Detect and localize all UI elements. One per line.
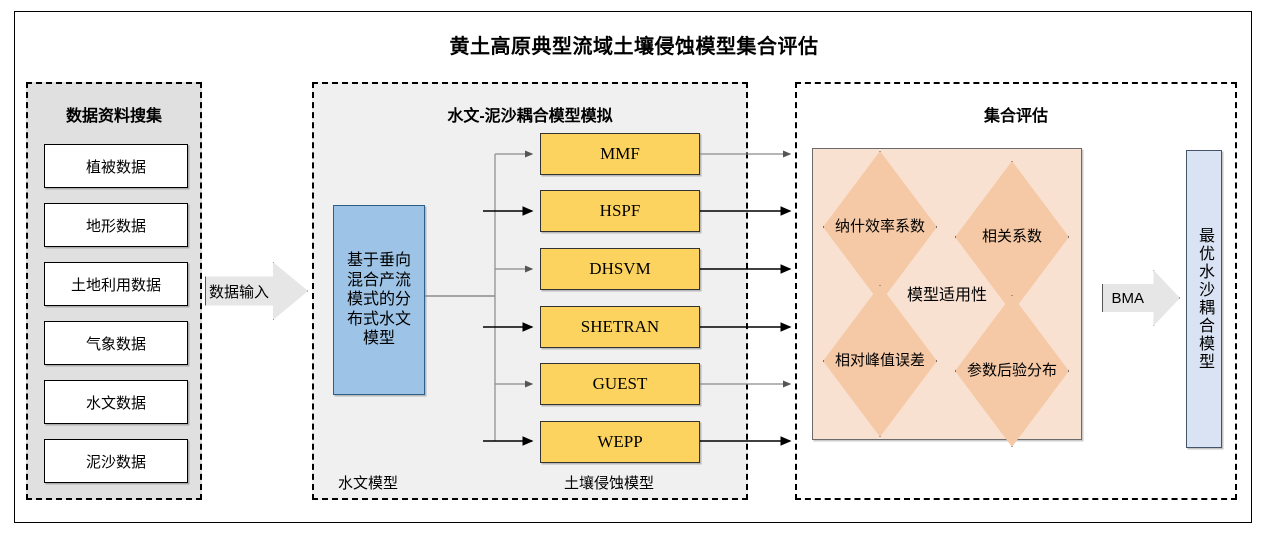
sublabel-hydrological-model: 水文模型	[338, 475, 399, 492]
bma-arrow: BMA	[1102, 270, 1180, 326]
model-box-guest[interactable]: GUEST	[540, 363, 700, 405]
hydrological-model-box[interactable]: 基于垂向混合产流模式的分布式水文模型	[333, 205, 425, 395]
page-title: 黄土高原典型流域土壤侵蚀模型集合评估	[449, 36, 819, 58]
data-item-terrain[interactable]: 地形数据	[44, 203, 188, 247]
criterion-relative-peak-error[interactable]: 相对峰值误差	[823, 285, 937, 437]
panel-ensemble-evaluation-header: 集合评估	[983, 108, 1048, 125]
data-item-hydrology[interactable]: 水文数据	[44, 380, 188, 424]
data-item-meteorology[interactable]: 气象数据	[44, 321, 188, 365]
model-suitability-container: 纳什效率系数 相关系数 相对峰值误差 参数后验分布 模型适用性	[812, 148, 1082, 447]
data-input-arrow-label: 数据输入	[208, 283, 269, 301]
model-suitability-label: 模型适用性	[906, 287, 987, 304]
data-item-sediment[interactable]: 泥沙数据	[44, 439, 188, 483]
panel-coupled-simulation-header: 水文-泥沙耦合模型模拟	[447, 108, 613, 125]
panel-data-collection: 数据资料搜集 植被数据 地形数据 土地利用数据 气象数据 水文数据 泥沙数据	[26, 82, 202, 500]
panel-data-collection-header: 数据资料搜集	[65, 108, 162, 125]
model-box-shetran[interactable]: SHETRAN	[540, 306, 700, 348]
model-box-dhsvm[interactable]: DHSVM	[540, 248, 700, 290]
criterion-posterior-distribution[interactable]: 参数后验分布	[955, 295, 1069, 447]
data-input-arrow: 数据输入	[205, 262, 308, 320]
sublabel-erosion-model: 土壤侵蚀模型	[564, 475, 655, 492]
model-box-mmf[interactable]: MMF	[540, 133, 700, 175]
model-box-hspf[interactable]: HSPF	[540, 190, 700, 232]
optimal-coupled-model-box[interactable]: 最优水沙耦合模型	[1186, 150, 1222, 448]
outer-frame	[14, 11, 1252, 523]
data-item-vegetation[interactable]: 植被数据	[44, 144, 188, 188]
model-box-wepp[interactable]: WEPP	[540, 421, 700, 463]
bma-arrow-label: BMA	[1111, 289, 1144, 307]
data-item-landuse[interactable]: 土地利用数据	[44, 262, 188, 306]
